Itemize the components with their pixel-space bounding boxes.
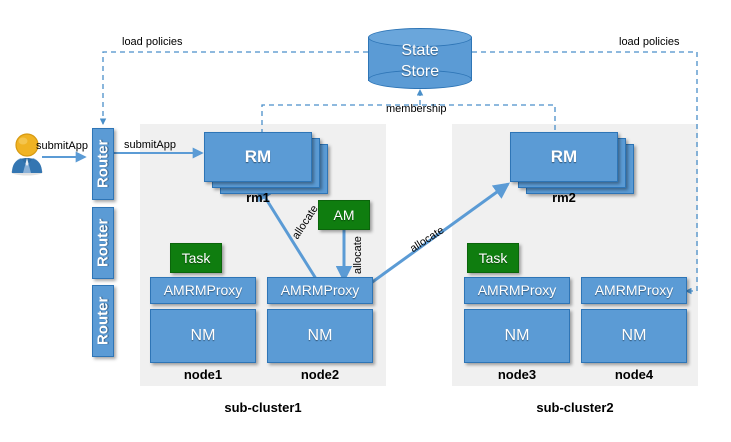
node2-nm[interactable]: NM: [267, 309, 373, 363]
state-store[interactable]: State Store: [368, 28, 472, 89]
state-store-label-line2: Store: [400, 63, 440, 80]
rm1-caption: rm1: [246, 190, 270, 205]
node3-amrmproxy[interactable]: AMRMProxy: [464, 277, 570, 304]
node3-task[interactable]: Task: [467, 243, 519, 273]
node3-nm[interactable]: NM: [464, 309, 570, 363]
state-store-label-line1: State: [401, 42, 439, 59]
node4-amrmproxy[interactable]: AMRMProxy: [581, 277, 687, 304]
subcluster1-caption: sub-cluster1: [224, 400, 302, 415]
node4-caption: node4: [614, 367, 654, 382]
subcluster2-caption: sub-cluster2: [536, 400, 614, 415]
rm2-caption: rm2: [552, 190, 576, 205]
node3-caption: node3: [497, 367, 537, 382]
state-store-top-ellipse: [368, 28, 472, 47]
edge-label-allocate-to-rm2: allocate: [408, 224, 447, 256]
node2-am[interactable]: AM: [318, 200, 370, 230]
state-store-bottom-ellipse: [368, 70, 472, 89]
router-3-label: Router: [94, 296, 112, 346]
router-3[interactable]: Router: [92, 285, 114, 357]
state-store-label: State Store: [368, 40, 472, 82]
node4-nm[interactable]: NM: [581, 309, 687, 363]
router-2-label: Router: [94, 218, 112, 268]
edge-load-policies-left: [99, 51, 368, 125]
node1-caption: node1: [183, 367, 223, 382]
rm2-layer-1: RM: [510, 132, 618, 182]
edge-label-membership: membership: [386, 103, 447, 115]
node2-caption: node2: [300, 367, 340, 382]
node1-task[interactable]: Task: [170, 243, 222, 273]
edge-label-load-policies-right: load policies: [619, 36, 680, 48]
edge-label-load-policies-left: load policies: [122, 36, 183, 48]
node2-amrmproxy[interactable]: AMRMProxy: [267, 277, 373, 304]
edge-label-allocate-am: allocate: [352, 236, 364, 274]
rm1-stack[interactable]: RM: [204, 132, 328, 198]
rm2-stack[interactable]: RM: [510, 132, 634, 198]
router-1[interactable]: Router: [92, 128, 114, 200]
router-1-label: Router: [94, 139, 112, 189]
rm1-layer-1: RM: [204, 132, 312, 182]
node1-amrmproxy[interactable]: AMRMProxy: [150, 277, 256, 304]
node1-nm[interactable]: NM: [150, 309, 256, 363]
edge-label-submitapp-user: submitApp: [36, 140, 88, 152]
edge-label-submitapp-router: submitApp: [124, 139, 176, 151]
user-avatar-icon: [8, 132, 46, 176]
router-2[interactable]: Router: [92, 207, 114, 279]
